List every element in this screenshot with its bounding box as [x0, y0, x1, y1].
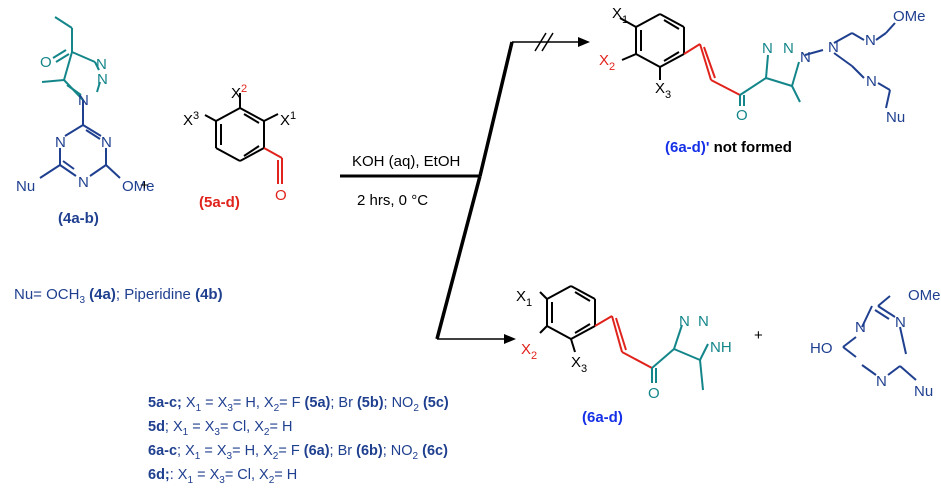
c6p-x2: X2 [599, 52, 615, 73]
compound-6: X1 X2 X3 O N N NH (6a-d) [516, 285, 732, 426]
c6p-nu: Nu [886, 109, 905, 126]
c6-x3: X3 [571, 354, 587, 375]
byproduct-n1: N [855, 319, 866, 336]
c6-x2: X2 [521, 341, 537, 362]
conditions-reagents: KOH (aq), EtOH [352, 153, 460, 170]
c6p-triazine-n2: N [828, 39, 839, 56]
compound-4: O N N N N N N Nu OMe (4a-b) [16, 16, 155, 227]
byproduct-ome: OMe [908, 287, 941, 304]
c4-oxygen: O [40, 54, 52, 71]
plus-sign-2: + [754, 327, 763, 344]
c4-ome: OMe [122, 178, 155, 195]
c6-tz-n2: N [698, 313, 709, 330]
c5-x2: X2 [231, 83, 247, 102]
conditions-time-temp: 2 hrs, 0 °C [357, 192, 428, 209]
compound-4-code: (4a-b) [58, 210, 99, 227]
nu-definition: Nu= OCH3 (4a); Piperidine (4b) [14, 286, 223, 306]
c4-triazine-n1: N [55, 134, 66, 151]
c6p-tz-n2: N [783, 40, 794, 57]
c6p-x3: X3 [655, 80, 671, 101]
c4-triazole-n2: N [97, 71, 108, 88]
reaction-arrows [340, 32, 590, 344]
footnote-line-4: 6d;: X1 = X3= Cl, X2= H [148, 467, 298, 486]
plus-sign-1: + [140, 177, 149, 194]
c6p-x1: X1 [612, 5, 628, 26]
c6p-oxygen: O [736, 107, 748, 124]
c6p-tz-n3: N [800, 49, 811, 66]
c6-tz-n1: N [679, 313, 690, 330]
byproduct-n3: N [876, 373, 887, 390]
c4-triazole-n3: N [78, 92, 89, 109]
compound-6-prime-code: (6a-d)' not formed [665, 139, 792, 156]
compound-6-prime: X1 X2 X3 O N N N N N N OMe Nu (6a-d)' no… [599, 5, 926, 156]
c6-x1: X1 [516, 288, 532, 309]
footnote-line-2: 5d; X1 = X3= Cl, X2= H [148, 419, 293, 438]
footnote-line-3: 6a-c; X1 = X3= H, X2= F (6a); Br (6b); N… [148, 443, 448, 462]
c5-oxygen: O [275, 187, 287, 204]
byproduct-n2: N [895, 314, 906, 331]
byproduct-triazine: HO OMe Nu N N N [810, 287, 941, 400]
footnote-line-1: 5a-c; X1 = X3= H, X2= F (5a); Br (5b); N… [148, 395, 449, 414]
c5-x1: X1 [280, 110, 296, 129]
c6p-triazine-n1: N [865, 32, 876, 49]
c4-triazine-n2: N [101, 134, 112, 151]
c5-x3: X3 [183, 110, 199, 129]
byproduct-nu: Nu [914, 383, 933, 400]
c6p-triazine-n3: N [866, 73, 877, 90]
c6-tz-nh: NH [710, 339, 732, 356]
c4-nu: Nu [16, 178, 35, 195]
byproduct-ho: HO [810, 340, 833, 357]
compound-6-code: (6a-d) [582, 409, 623, 426]
compound-5: X2 X1 X3 O (5a-d) [183, 83, 296, 211]
c4-triazine-n3: N [78, 174, 89, 191]
c6p-ome: OMe [893, 8, 926, 25]
c6-oxygen: O [648, 385, 660, 402]
c6p-tz-n1: N [762, 40, 773, 57]
c4-triazole-n1: N [96, 56, 107, 73]
compound-5-code: (5a-d) [199, 194, 240, 211]
